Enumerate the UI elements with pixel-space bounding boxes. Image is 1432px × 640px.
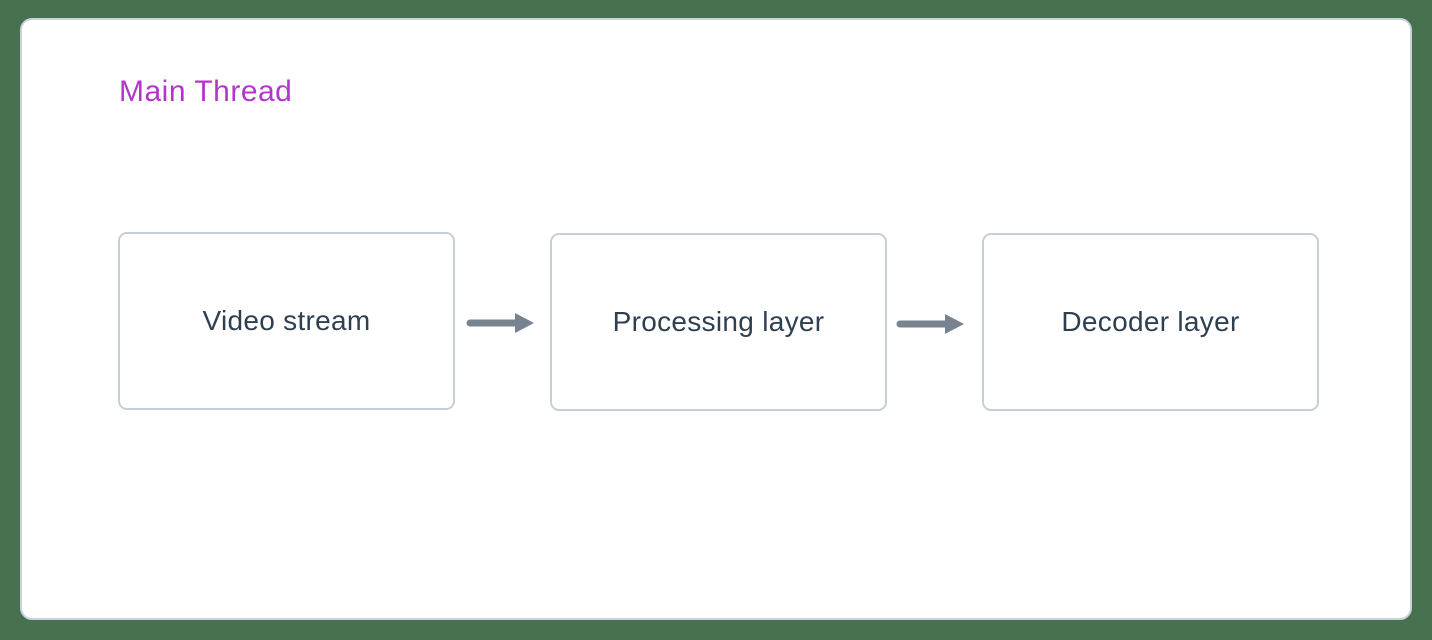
diagram-card: Main Thread Video stream Processing laye… — [20, 18, 1412, 620]
right-arrow-icon — [466, 313, 534, 333]
right-arrow-icon — [896, 314, 964, 334]
node-video-stream-label: Video stream — [202, 305, 371, 336]
diagram-title: Main Thread — [119, 75, 293, 108]
node-processing-layer: Processing layer — [550, 233, 887, 411]
node-decoder-layer: Decoder layer — [982, 233, 1319, 411]
node-video-stream: Video stream — [118, 232, 455, 410]
node-processing-layer-label: Processing layer — [612, 306, 825, 337]
node-decoder-layer-label: Decoder layer — [1061, 306, 1240, 337]
